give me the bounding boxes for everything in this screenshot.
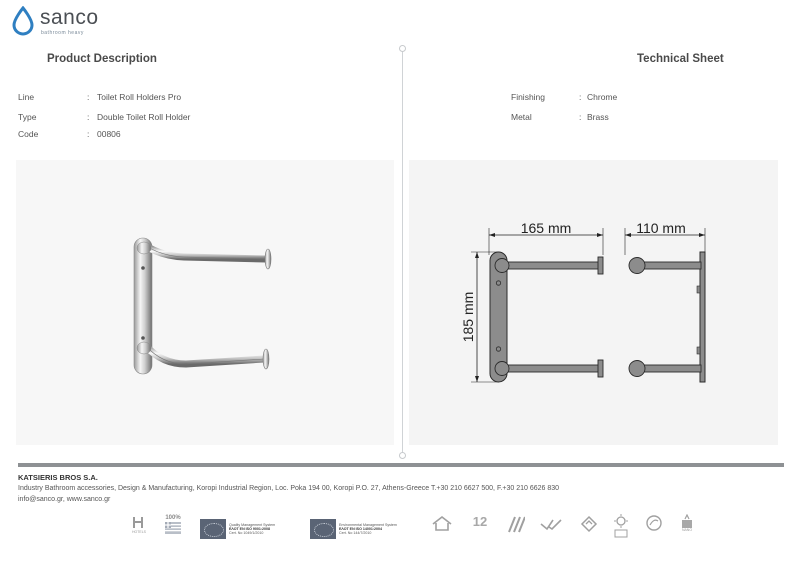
brand-name: sanco <box>40 6 99 29</box>
years-guarantee-badge: 12 <box>470 514 490 542</box>
company-contacts[interactable]: info@sanco.gr, www.sanco.gr <box>18 496 111 503</box>
spec-row-type: Type : Double Toilet Roll Holder <box>18 111 278 123</box>
house-icon <box>432 515 452 531</box>
product-photo <box>16 160 394 445</box>
iso-9001-title: Quality Management System <box>229 522 276 527</box>
column-divider <box>402 48 403 456</box>
spec-row-finishing: Finishing : Chrome <box>511 91 711 103</box>
stripes-icon <box>508 516 525 533</box>
spec-colon: : <box>87 129 90 139</box>
made-in-greece-badge: 100% <box>162 514 184 542</box>
technical-drawing: 165 mm 110 mm 185 mm <box>409 160 778 445</box>
eu-flag-icon <box>310 519 336 539</box>
technical-sheet-heading: Technical Sheet <box>637 53 724 65</box>
brand-tagline: bathroom heavy <box>41 30 84 36</box>
iso-14001-standard: ΕΛΟΤ EN ISO 14001:2004 <box>339 526 383 531</box>
spec-colon: : <box>87 112 90 122</box>
spec-label: Code <box>18 129 39 139</box>
divider-top-dot <box>399 45 406 52</box>
spec-row-metal: Metal : Brass <box>511 111 711 123</box>
arrow-badge <box>578 514 600 542</box>
spec-value: Double Toilet Roll Holder <box>97 112 191 122</box>
spec-value: Brass <box>587 112 609 122</box>
brand-logo: sanco bathroom heavy <box>10 4 110 38</box>
iso-14001-cert: Cert. No 144/7/2010 <box>339 531 372 536</box>
nano-icon <box>682 514 692 528</box>
spec-value: 00806 <box>97 129 121 139</box>
spec-colon: : <box>579 112 582 122</box>
company-address: Industry Bathroom accessories, Design & … <box>18 485 560 492</box>
product-description-heading: Product Description <box>47 53 157 65</box>
slash-badge <box>504 514 526 542</box>
spec-row-line: Line : Toilet Roll Holders Pro <box>18 91 278 103</box>
certification-strip: HOTELS 100% Quality Management System ΕΛ… <box>128 514 708 544</box>
iso-9001-cert: Cert. No 1049/1/2010 <box>229 531 264 536</box>
recycle-icon <box>580 515 598 533</box>
years-guarantee-number: 12 <box>472 514 488 529</box>
sun-badge <box>610 514 632 542</box>
toilet-roll-holder-image <box>133 237 272 375</box>
width-dimension-label: 165 mm <box>521 220 572 236</box>
double-check-icon <box>540 519 562 531</box>
iso-9001-standard: ΕΛΟΤ EN ISO 9001:2008 <box>229 526 271 531</box>
hotels-label: HOTELS <box>131 530 146 534</box>
dimension-drawing: 165 mm 110 mm 185 mm <box>460 220 706 383</box>
nano-label: NANO <box>681 528 693 532</box>
eu-flag-icon <box>200 519 226 539</box>
iso-14001-badge: Environmental Management System ΕΛΟΤ EN … <box>310 518 397 540</box>
depth-dimension-label: 110 mm <box>636 220 686 236</box>
eco-badge <box>644 514 664 542</box>
height-dimension-label: 185 mm <box>460 292 476 343</box>
spec-label: Finishing <box>511 92 546 102</box>
house-badge <box>430 514 454 542</box>
spec-label: Type <box>18 112 37 122</box>
hotels-badge: HOTELS <box>128 514 150 542</box>
nano-badge: NANO <box>676 514 698 542</box>
spec-row-code: Code : 00806 <box>18 128 278 140</box>
water-drop-icon <box>12 6 34 36</box>
spec-value: Toilet Roll Holders Pro <box>97 92 182 102</box>
sun-icon <box>614 514 628 538</box>
iso-9001-badge: Quality Management System ΕΛΟΤ EN ISO 90… <box>200 518 275 540</box>
divider-bottom-dot <box>399 452 406 459</box>
iso-14001-title: Environmental Management System <box>339 522 397 527</box>
spec-label: Metal <box>511 112 532 122</box>
eco-leaf-icon <box>646 515 662 531</box>
checkmark-badge <box>538 514 564 542</box>
greek-flag-icon <box>165 522 181 534</box>
company-name: KATSIERIS BROS S.A. <box>18 473 98 482</box>
greece-percent: 100% <box>165 515 181 521</box>
spec-colon: : <box>579 92 582 102</box>
spec-value: Chrome <box>587 92 618 102</box>
spec-colon: : <box>87 92 90 102</box>
hotel-icon <box>133 517 143 528</box>
spec-label: Line <box>18 92 35 102</box>
footer-rule <box>18 463 784 467</box>
